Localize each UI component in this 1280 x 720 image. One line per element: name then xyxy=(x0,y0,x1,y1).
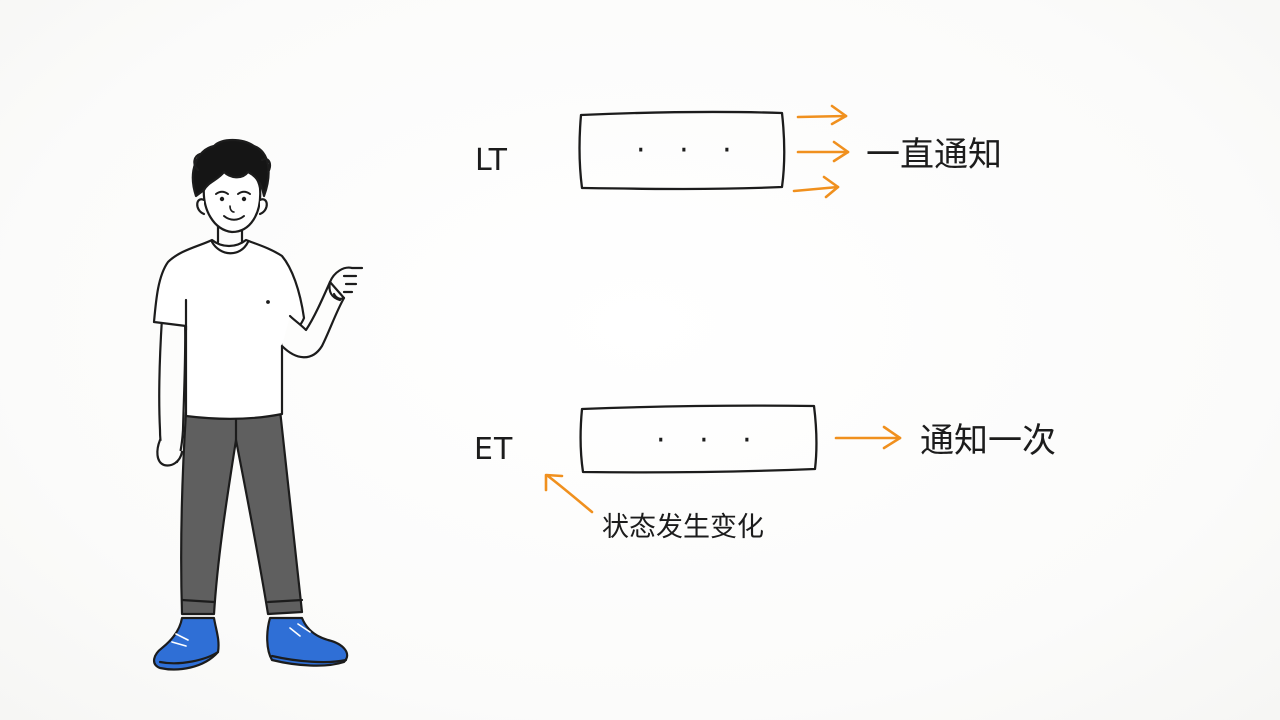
person-left-arm xyxy=(156,316,187,467)
lt-arrow-2 xyxy=(796,140,850,163)
et-note-label: 状态发生变化 xyxy=(602,512,764,543)
person-pants xyxy=(180,408,304,616)
lt-arrow-1 xyxy=(796,104,848,126)
lt-result-label: 一直通知 xyxy=(866,135,1002,175)
et-result-arrow xyxy=(834,425,902,450)
person-shirt xyxy=(152,238,306,420)
person-right-arm xyxy=(280,266,364,359)
person-left-shoe xyxy=(153,616,220,671)
et-label: ET xyxy=(474,432,513,467)
lt-row: LT · · · 一直通知 xyxy=(475,104,1002,199)
lt-box xyxy=(578,110,786,191)
person-head xyxy=(191,138,272,234)
et-box xyxy=(579,404,818,474)
person-illustration xyxy=(152,138,364,671)
et-box-dots: · · · xyxy=(656,423,764,458)
et-result-label: 通知一次 xyxy=(920,421,1056,461)
lt-label: LT xyxy=(475,143,508,178)
lt-arrows xyxy=(792,104,850,199)
lt-arrow-3 xyxy=(792,175,840,199)
person-right-shoe xyxy=(266,616,349,667)
et-note-arrow xyxy=(544,473,594,514)
et-row: ET · · · 通知一次 状态发生变化 xyxy=(474,404,1056,543)
lt-box-dots: · · · xyxy=(636,133,744,168)
